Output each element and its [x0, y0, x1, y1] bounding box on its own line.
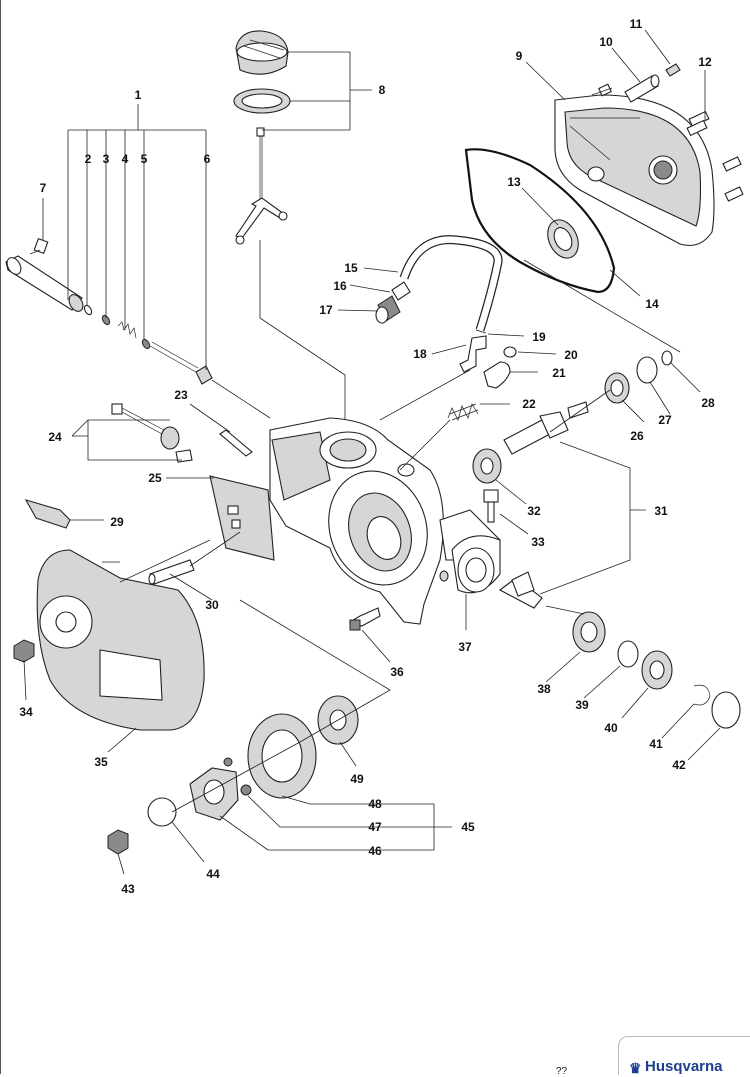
screw-12c	[686, 119, 708, 137]
clamp-collar-37	[451, 535, 501, 594]
cover-housing	[554, 94, 715, 247]
bevel-gears	[498, 401, 589, 609]
gear-housing	[269, 417, 501, 625]
screw-36	[348, 607, 381, 631]
spring-22	[447, 403, 479, 421]
fittings	[459, 329, 517, 389]
crown-logo-icon: ♛	[629, 1060, 642, 1076]
brand-logo-box: ♛ Husqvarna	[618, 1036, 750, 1075]
part-label-36: 36	[390, 665, 404, 679]
part-label-10: 10	[599, 35, 613, 49]
part-label-4: 4	[122, 152, 129, 166]
shaft-assembly	[5, 237, 213, 385]
part-label-29: 29	[110, 515, 124, 529]
hose-assembly	[375, 235, 503, 332]
part-label-14: 14	[645, 297, 659, 311]
part-label-38: 38	[537, 682, 551, 696]
stud-30	[148, 559, 195, 585]
part-label-43: 43	[121, 882, 135, 896]
gasket-and-seal	[464, 148, 616, 294]
belt-guard-cover	[13, 549, 205, 731]
part-label-46: 46	[368, 844, 382, 858]
part-label-11: 11	[630, 17, 643, 31]
part-label-35: 35	[94, 755, 108, 769]
part-label-49: 49	[350, 772, 364, 786]
bolt-and-knob	[111, 403, 253, 463]
part-label-26: 26	[630, 429, 644, 443]
part-label-41: 41	[649, 737, 663, 751]
screw-12a	[591, 83, 613, 97]
page-number: ??	[556, 1066, 568, 1077]
part-label-44: 44	[206, 867, 220, 881]
part-label-28: 28	[701, 396, 715, 410]
part-label-33: 33	[531, 535, 545, 549]
part-label-45: 45	[461, 820, 475, 834]
part-label-3: 3	[103, 152, 110, 166]
part-label-40: 40	[604, 721, 618, 735]
part-label-47: 47	[368, 820, 382, 834]
page-left-border	[0, 0, 1, 1074]
part-label-42: 42	[672, 758, 686, 772]
part-label-19: 19	[532, 330, 546, 344]
part-label-8: 8	[379, 83, 386, 97]
part-label-13: 13	[507, 175, 521, 189]
part-label-39: 39	[575, 698, 589, 712]
part-drawings	[5, 30, 744, 855]
bearing-stack	[572, 611, 741, 729]
clip-29	[24, 499, 71, 529]
part-label-6: 6	[204, 152, 211, 166]
part-label-21: 21	[552, 366, 566, 380]
part-label-2: 2	[85, 152, 92, 166]
leader-lines	[23, 29, 721, 875]
part-label-15: 15	[344, 261, 358, 275]
pin-and-cap	[624, 63, 681, 103]
part-labels: 1 2 3 4 5 6 7 8 9 10 11 12 13 14 15 16 1…	[19, 17, 715, 896]
part-label-37: 37	[458, 640, 472, 654]
part-label-1: 1	[135, 88, 142, 102]
part-label-25: 25	[148, 471, 162, 485]
right-screws	[591, 83, 744, 202]
plate-25	[209, 475, 275, 561]
part-label-9: 9	[516, 49, 523, 63]
screw-12e	[724, 186, 744, 202]
part-label-17: 17	[319, 303, 333, 317]
part-label-20: 20	[564, 348, 578, 362]
part-label-48: 48	[368, 797, 382, 811]
part-label-16: 16	[333, 279, 347, 293]
part-label-34: 34	[19, 705, 33, 719]
screw-12d	[722, 156, 742, 172]
part-label-5: 5	[141, 152, 148, 166]
part-label-23: 23	[174, 388, 188, 402]
bearing-32-bolt-33	[472, 448, 502, 523]
part-label-27: 27	[658, 413, 672, 427]
part-label-7: 7	[40, 181, 47, 195]
part-label-24: 24	[48, 430, 62, 444]
part-label-22: 22	[522, 397, 536, 411]
part-label-30: 30	[205, 598, 219, 612]
part-label-31: 31	[654, 504, 668, 518]
brand-logo-text: Husqvarna	[645, 1058, 723, 1075]
filler-cap-assembly	[233, 30, 291, 245]
part-label-32: 32	[527, 504, 541, 518]
part-label-18: 18	[413, 347, 427, 361]
bearing-26-rings	[604, 350, 673, 404]
part-label-12: 12	[698, 55, 712, 69]
